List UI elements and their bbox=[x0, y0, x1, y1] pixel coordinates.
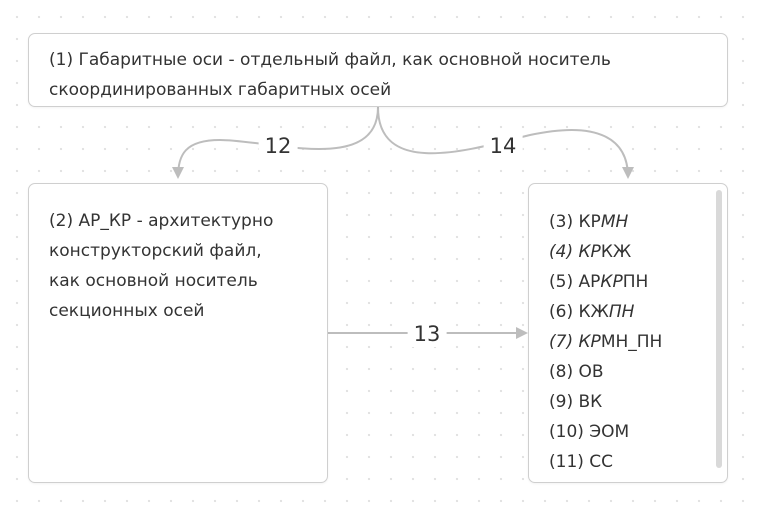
file-list-item: (3) КРМН bbox=[549, 207, 707, 237]
file-list-item: (9) ВК bbox=[549, 387, 707, 417]
file-list-item: (6) КЖПН bbox=[549, 297, 707, 327]
edge-12-line bbox=[172, 106, 379, 179]
file-list-item: (5) АРКРПН bbox=[549, 267, 707, 297]
edge-label-12[interactable]: 12 bbox=[258, 133, 298, 159]
file-list-item-part: (8) ОВ bbox=[549, 362, 604, 382]
file-list-item-part: КЖ bbox=[600, 242, 632, 262]
edge-label-14[interactable]: 14 bbox=[483, 133, 523, 159]
file-list-item-part: (11) СС bbox=[549, 452, 614, 472]
file-list-item-part: (10) ЭОМ bbox=[549, 422, 630, 442]
file-list-item-part: КР bbox=[600, 272, 623, 292]
file-list-item-part: МН bbox=[600, 212, 629, 232]
node-1-line-1: (1) Габаритные оси - отдельный файл, как… bbox=[49, 50, 611, 70]
node-file-list[interactable]: (3) КРМН(4) КРКЖ(5) АРКРПН(6) КЖПН(7) КР… bbox=[528, 183, 728, 483]
file-list-item-part: (9) ВК bbox=[549, 392, 603, 412]
node-2-line-3: как основной носитель bbox=[49, 271, 258, 291]
file-list-item-part: (6) КЖ bbox=[549, 302, 609, 322]
node-ar-kr-file[interactable]: (2) АР_КР - архитектурно конструкторский… bbox=[28, 183, 328, 483]
file-list-item-part: ПН bbox=[608, 302, 635, 322]
file-list-item-part: (3) КР bbox=[549, 212, 601, 232]
file-list-item-part: (5) АР bbox=[549, 272, 601, 292]
file-list-item-part: (4) КР bbox=[549, 242, 601, 262]
node-2-line-4: секционных осей bbox=[49, 301, 205, 321]
node-2-line-2: конструкторский файл, bbox=[49, 241, 262, 261]
file-list-item-part: (7) КР bbox=[549, 332, 601, 352]
file-list-item: (11) СС bbox=[549, 447, 707, 477]
file-list-item-part: ПН bbox=[622, 272, 649, 292]
file-list-item: (10) ЭОМ bbox=[549, 417, 707, 447]
node-gabarit-axes-file[interactable]: (1) Габаритные оси - отдельный файл, как… bbox=[28, 33, 728, 107]
node-2-line-1: (2) АР_КР - архитектурно bbox=[49, 211, 274, 231]
file-list-item: (8) ОВ bbox=[549, 357, 707, 387]
file-list-item-part: МН_ПН bbox=[600, 332, 663, 352]
file-list: (3) КРМН(4) КРКЖ(5) АРКРПН(6) КЖПН(7) КР… bbox=[549, 207, 707, 477]
file-list-scrollbar[interactable] bbox=[716, 190, 722, 468]
file-list-item: (4) КРКЖ bbox=[549, 237, 707, 267]
edge-label-13[interactable]: 13 bbox=[407, 321, 447, 347]
node-1-line-2: скоординированных габаритных осей bbox=[49, 80, 392, 100]
file-list-item: (7) КРМН_ПН bbox=[549, 327, 707, 357]
